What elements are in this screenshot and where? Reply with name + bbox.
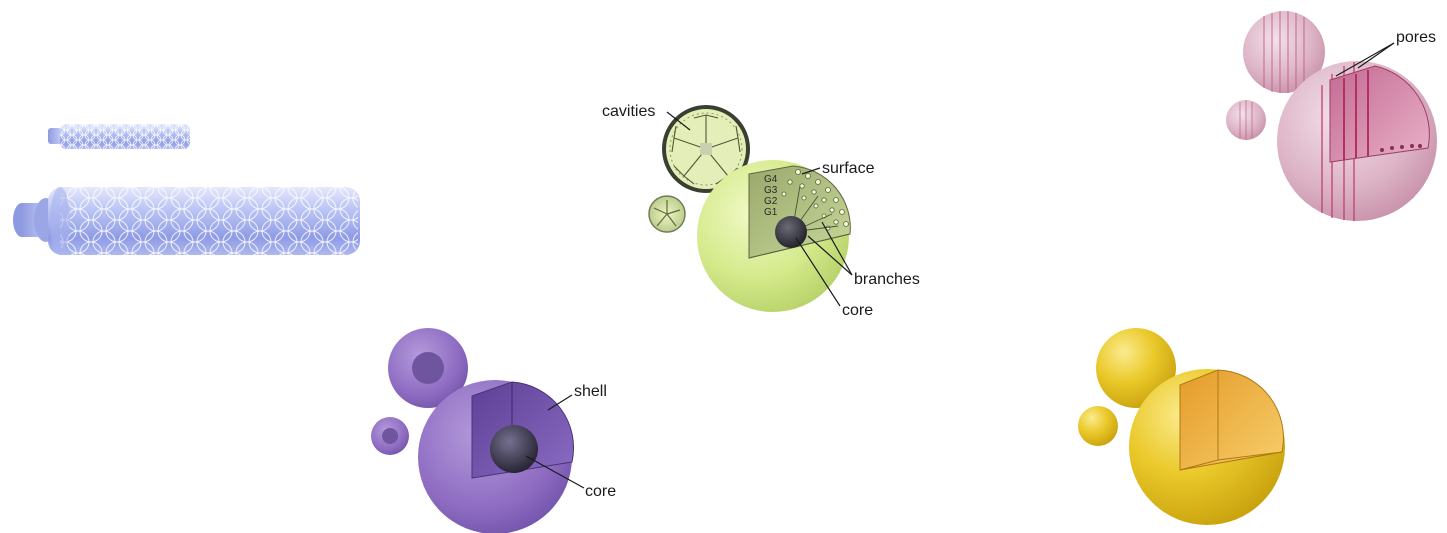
generation-label: G2 xyxy=(764,196,778,207)
dendrimer-core-label: core xyxy=(842,302,873,319)
branches-label: branches xyxy=(854,271,920,288)
solid-main-sphere xyxy=(1129,369,1285,525)
large-nanotube xyxy=(13,187,360,255)
core-shell-main-sphere xyxy=(418,380,574,533)
dendrimer-small-particle xyxy=(649,196,685,232)
generation-label: G3 xyxy=(764,185,778,196)
generation-labels: G4 G3 G2 G1 xyxy=(764,174,778,218)
cavities-label: cavities xyxy=(602,103,655,120)
generation-label: G1 xyxy=(764,207,778,218)
mesoporous-main-sphere xyxy=(1277,61,1437,221)
mesoporous-small-particle xyxy=(1226,100,1266,140)
shell-core-label: core xyxy=(585,483,616,500)
pores-label: pores xyxy=(1396,29,1436,46)
solid-small-particle xyxy=(1078,406,1118,446)
surface-label: surface xyxy=(822,160,875,177)
shell-label: shell xyxy=(574,383,607,400)
small-nanotube xyxy=(48,124,190,149)
generation-label: G4 xyxy=(764,174,778,185)
core-shell-small-particle xyxy=(371,417,409,455)
